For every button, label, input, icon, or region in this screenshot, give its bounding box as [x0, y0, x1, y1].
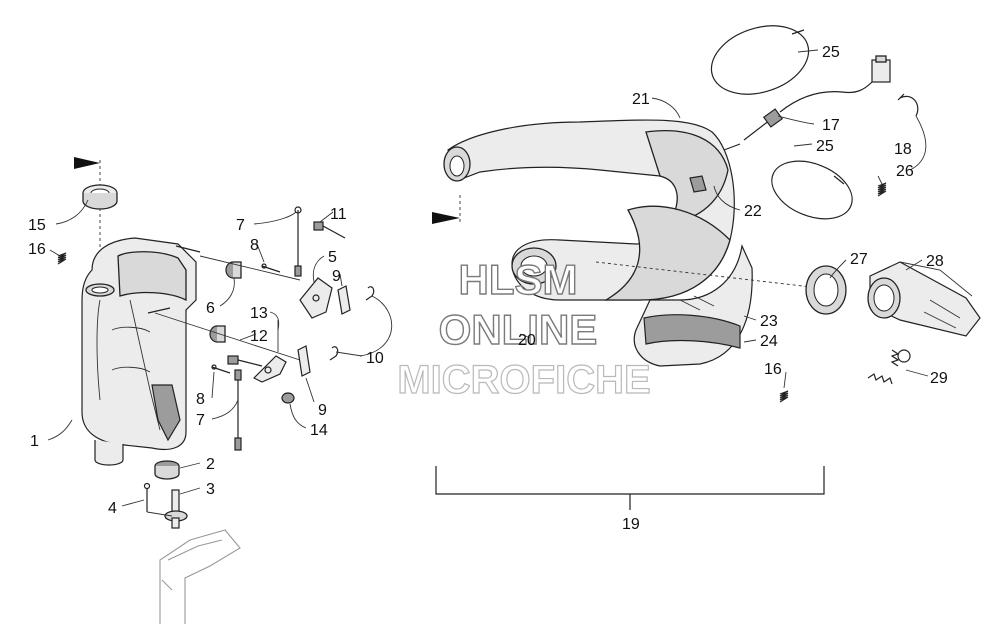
watermark: HLSM ONLINE MICROFICHE [397, 255, 652, 402]
bolt-part-top [313, 221, 346, 239]
spring-part-left [57, 252, 67, 265]
callout-label: 9 [332, 268, 341, 285]
callout-label: 7 [236, 217, 245, 234]
callout-label: 11 [330, 206, 347, 223]
callout-label: 6 [206, 300, 215, 317]
callout-label: 25 [822, 44, 840, 61]
callout-label: 16 [28, 241, 46, 258]
clip-part-lower [297, 345, 311, 377]
callout-label: 2 [206, 456, 215, 473]
callout-label: 1 [30, 433, 39, 450]
callout-label: 5 [328, 249, 337, 266]
callout-label: 24 [760, 333, 778, 350]
direction-flag-right [432, 195, 461, 225]
band-clamp-part-upper [710, 25, 810, 95]
bracket-part-upper [299, 277, 333, 319]
callout-label: 25 [816, 138, 834, 155]
callout-label: 26 [896, 163, 914, 180]
bushing-part-upper [225, 261, 242, 279]
callout-label: 15 [28, 217, 46, 234]
exhaust-sensor-part [743, 55, 891, 141]
callout-label: 16 [764, 361, 782, 378]
leader-line [154, 312, 301, 361]
callout-label: 18 [894, 141, 912, 158]
spring-part-right-upper [877, 182, 887, 197]
spring-part-right-middle [779, 390, 789, 403]
assembly-bracket-line [435, 466, 825, 510]
callout-label: 10 [366, 350, 384, 367]
callout-label: 7 [196, 412, 205, 429]
callout-label: 29 [930, 370, 948, 387]
callout-label: 4 [108, 500, 117, 517]
callout-label: 28 [926, 253, 944, 270]
callout-label: 21 [632, 91, 650, 108]
callout-label: 19 [622, 516, 640, 533]
frame-outline [159, 529, 241, 624]
callout-label: 13 [250, 305, 268, 322]
callout-label: 22 [744, 203, 762, 220]
leader-line [595, 261, 821, 289]
callout-label: 23 [760, 313, 778, 330]
heat-shield-part [633, 243, 753, 367]
callout-label: 27 [850, 251, 868, 268]
grommet-part-lower [154, 460, 180, 480]
grommet-part [82, 184, 118, 210]
callout-label: 8 [196, 391, 205, 408]
callout-labels: 1 2 3 4 5 6 7 7 8 8 9 9 10 11 12 13 14 1… [28, 44, 948, 533]
clip-part-upper [337, 285, 351, 315]
exhaust-manifold-part [867, 261, 981, 337]
watermark-line2: ONLINE [439, 306, 598, 353]
callout-leaders [47, 49, 929, 507]
callout-label: 14 [310, 422, 328, 439]
bushing-part-lower [209, 325, 226, 343]
seal-ring-part [805, 265, 847, 315]
muffler-body-part [81, 237, 201, 466]
bracket-part-lower [252, 320, 287, 383]
hairpin-clip-part [329, 286, 393, 361]
spring-part-lower [234, 369, 242, 451]
band-clamp-part-lower [771, 160, 853, 220]
callout-label: 12 [250, 328, 268, 345]
leader-line [199, 255, 301, 281]
callout-label: 17 [822, 117, 840, 134]
callout-label: 8 [250, 237, 259, 254]
pin-part [211, 364, 231, 374]
retaining-clip-part [897, 93, 927, 171]
screw-part [143, 482, 173, 517]
watermark-line3: MICROFICHE [397, 358, 650, 402]
spring-part-right-lower [867, 349, 911, 385]
watermark-line1: HLSM [459, 256, 578, 303]
stud-part [164, 489, 188, 529]
callout-label: 20 [518, 332, 536, 349]
stinger-part [511, 247, 557, 285]
nut-part [281, 392, 295, 404]
callout-label: 3 [206, 481, 215, 498]
bolt-part [227, 355, 263, 367]
spring-part-upper [294, 206, 302, 277]
pin-part [261, 263, 281, 273]
callout-label: 9 [318, 402, 327, 419]
